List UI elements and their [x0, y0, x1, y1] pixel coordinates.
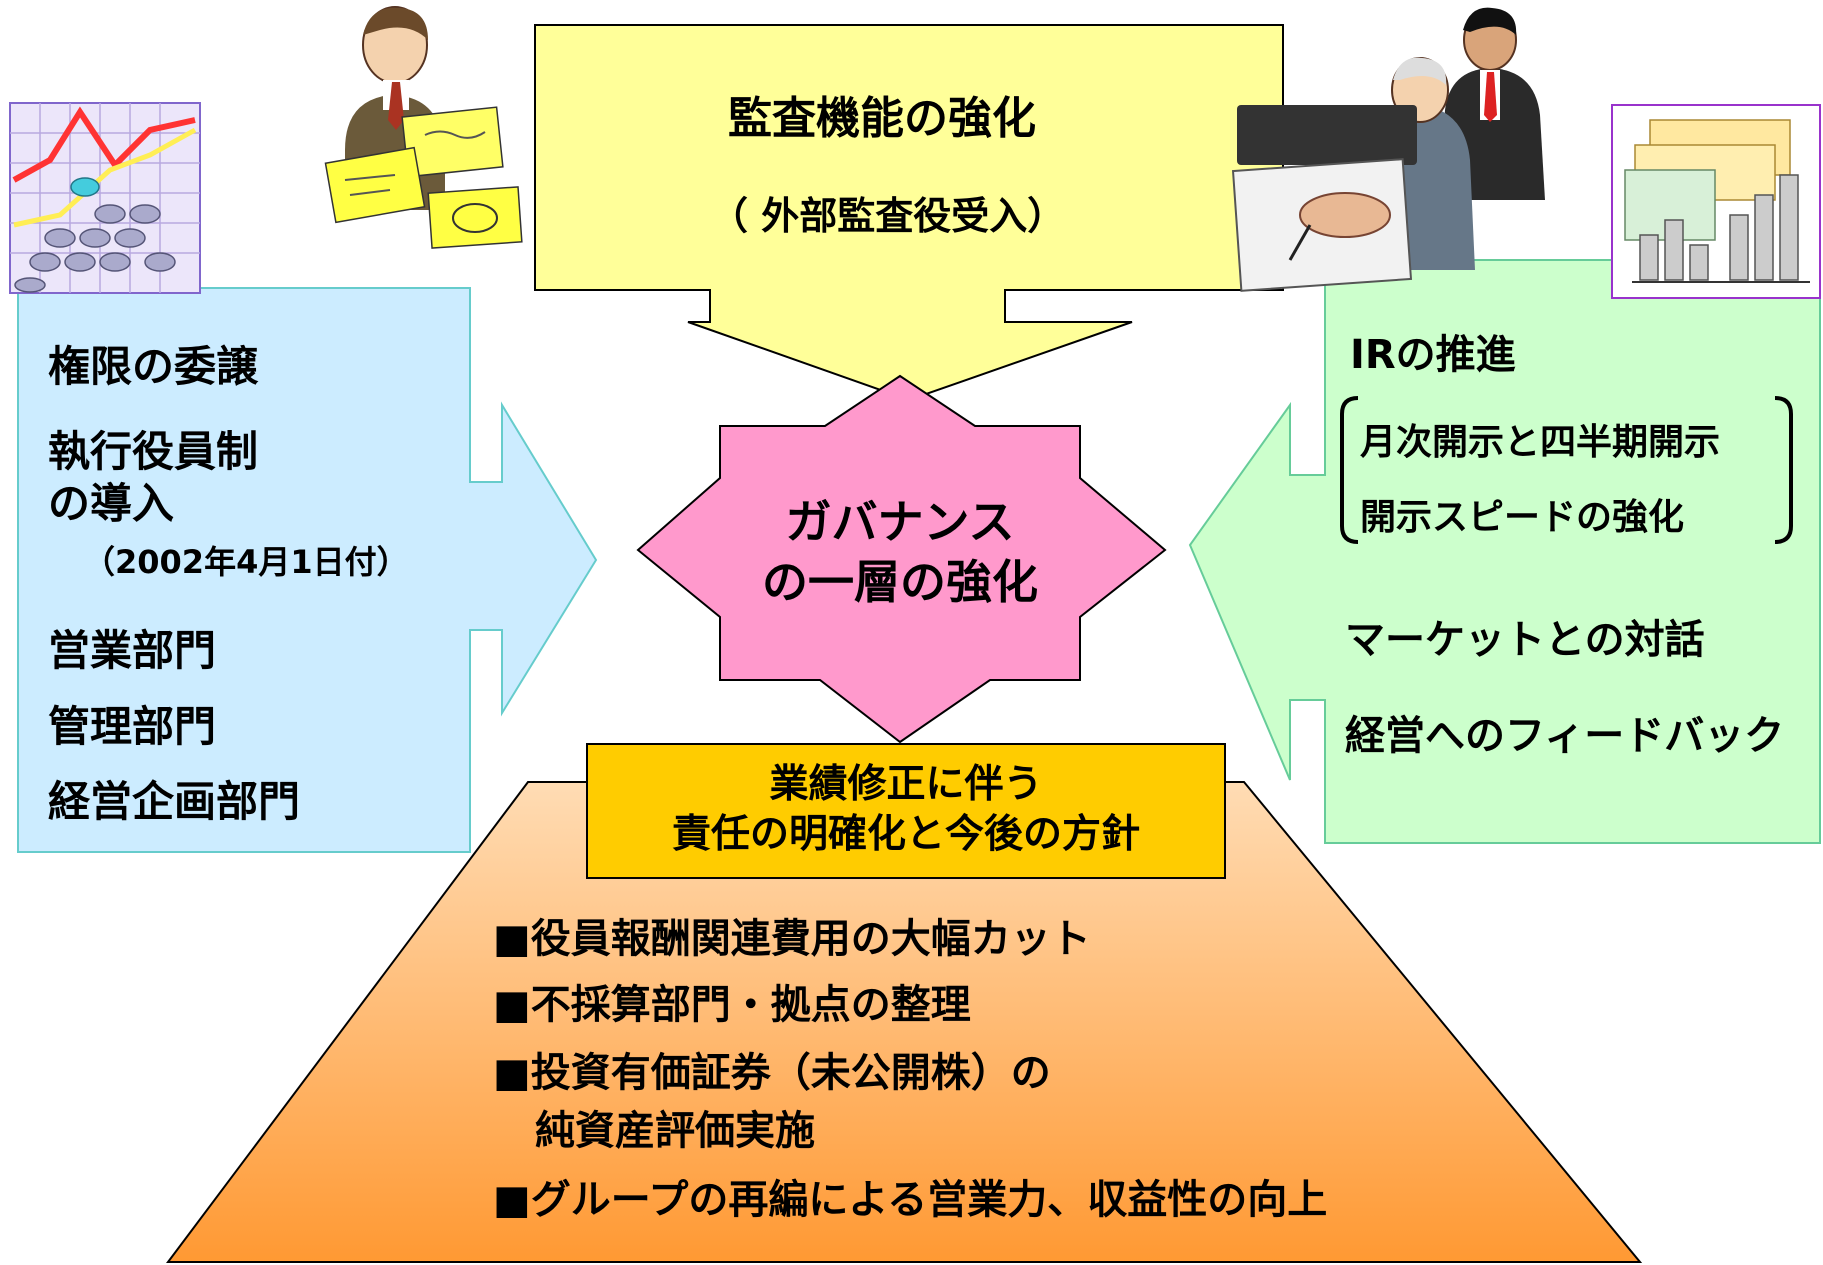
- right-title-ir: IRの推進: [1350, 332, 1516, 378]
- bracket-right: [1774, 396, 1793, 544]
- right-arrow: [1188, 259, 1821, 844]
- left-item-executive-officer-line1: 執行役員制: [48, 427, 259, 476]
- center-title-line2: の一層の強化: [762, 555, 1038, 609]
- bottom-item-group-reorg: ■グループの再編による営業力、収益性の向上: [493, 1177, 1328, 1223]
- top-subtitle: （ 外部監査役受入）: [710, 194, 1066, 238]
- right-sub-monthly-quarterly: 月次開示と四半期開示: [1360, 422, 1721, 463]
- right-sub-disclosure-speed: 開示スピードの強化: [1360, 497, 1685, 538]
- right-item-market-dialogue: マーケットとの対話: [1345, 617, 1705, 663]
- chart-and-calculator-clipart: [9, 102, 201, 294]
- left-item-planning-dept: 経営企画部門: [48, 777, 301, 826]
- center-title: ガバナンス の一層の強化: [700, 492, 1100, 612]
- banner-line2: 責任の明確化と今後の方針: [671, 812, 1140, 857]
- business-meeting-clipart: [1231, 7, 1545, 292]
- center-title-line1: ガバナンス: [785, 495, 1015, 549]
- banner-box: [586, 743, 1226, 879]
- bottom-item-securities-line1: ■投資有価証券（未公開株）の: [493, 1050, 1051, 1096]
- bracket-left: [1340, 396, 1359, 544]
- bottom-item-unprofitable-reorg: ■不採算部門・拠点の整理: [493, 982, 971, 1028]
- center-star: [636, 374, 1167, 744]
- businessman-with-sticky-notes-clipart: [324, 6, 523, 249]
- left-arrow: [17, 287, 598, 853]
- top-title: 監査機能の強化: [728, 93, 1036, 144]
- bottom-item-compensation-cut: ■役員報酬関連費用の大幅カット: [493, 916, 1091, 962]
- right-item-management-feedback: 経営へのフィードバック: [1345, 713, 1785, 759]
- banner-line1: 業績修正に伴う: [769, 762, 1043, 807]
- left-item-executive-officer-line2: の導入: [48, 479, 175, 528]
- charts-and-folders-clipart: [1611, 104, 1821, 299]
- left-item-date-note: （2002年4月1日付）: [83, 543, 409, 581]
- banner-title: 業績修正に伴う 責任の明確化と今後の方針: [587, 760, 1225, 860]
- left-item-admin-dept: 管理部門: [48, 702, 217, 751]
- left-item-delegation: 権限の委譲: [48, 342, 259, 391]
- bottom-item-securities-line2: 純資産評価実施: [535, 1108, 815, 1154]
- left-item-sales-dept: 営業部門: [48, 626, 217, 675]
